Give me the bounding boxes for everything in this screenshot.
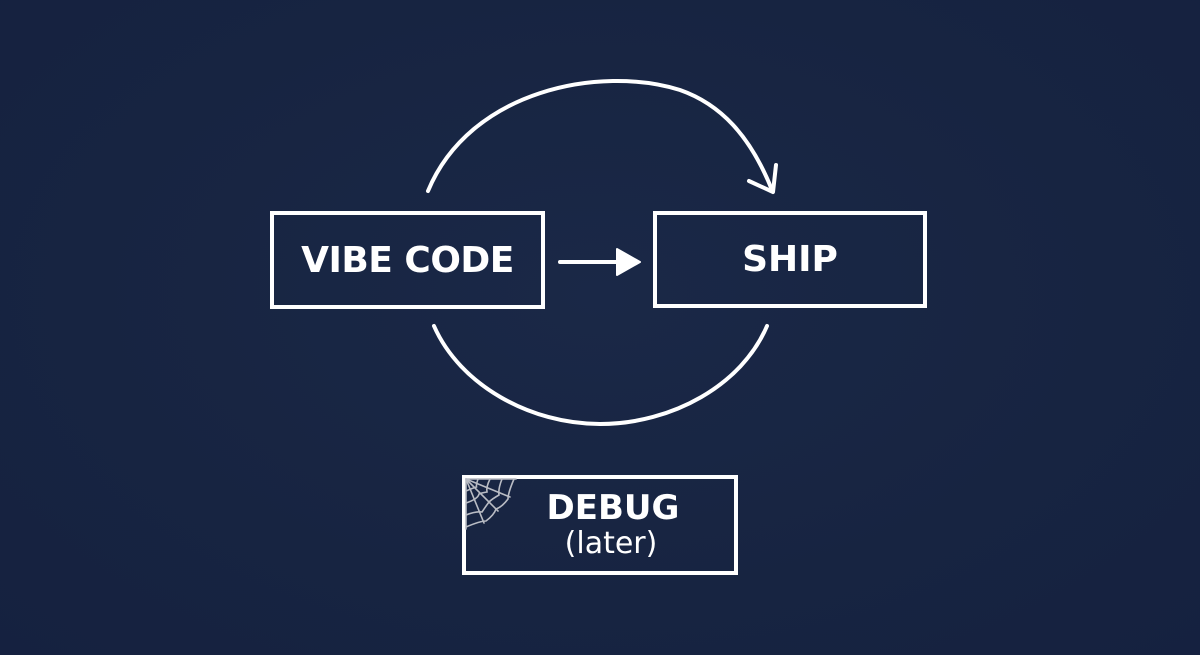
node-debug-subtitle: (later) bbox=[564, 526, 658, 561]
node-debug: DEBUG (later) bbox=[462, 475, 738, 575]
cobweb-icon bbox=[465, 478, 517, 530]
bottom-loop-line bbox=[432, 324, 769, 427]
top-loop-arrow bbox=[426, 79, 774, 193]
straight-arrowhead bbox=[616, 248, 641, 276]
node-vibe-code-label: VIBE CODE bbox=[301, 239, 514, 281]
node-ship: SHIP bbox=[653, 211, 927, 308]
node-ship-label: SHIP bbox=[742, 239, 838, 280]
node-vibe-code: VIBE CODE bbox=[270, 211, 545, 309]
top-loop-arrowhead bbox=[747, 163, 778, 194]
node-debug-title: DEBUG bbox=[546, 488, 680, 528]
